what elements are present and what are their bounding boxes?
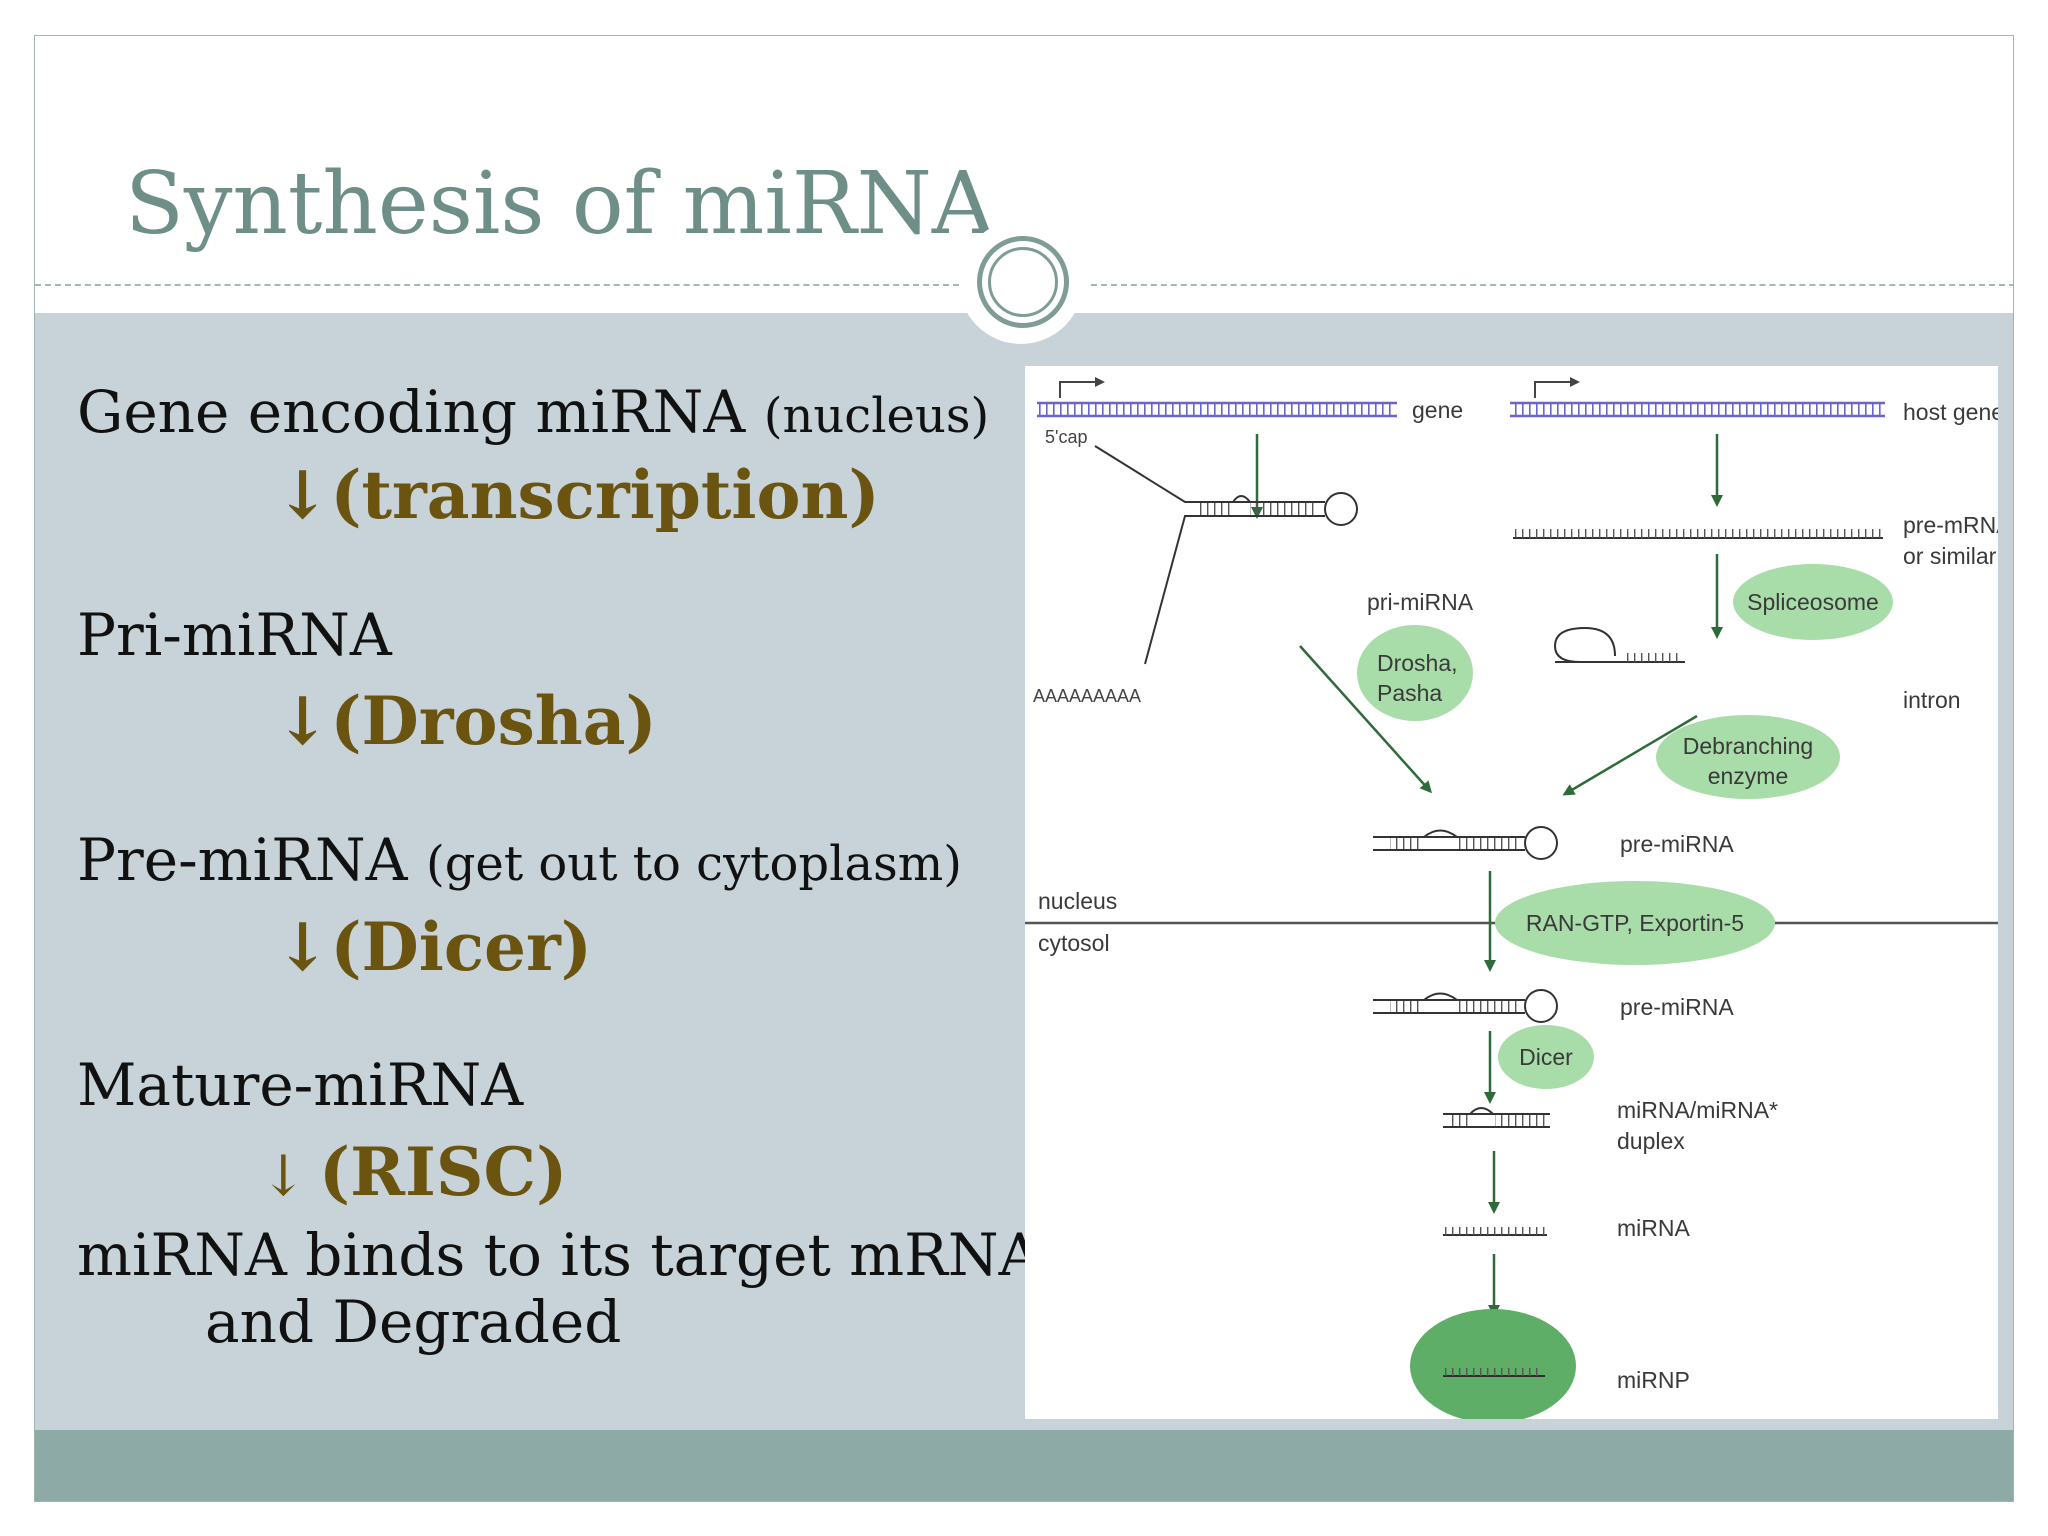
label-duplex-2: duplex: [1617, 1128, 1685, 1154]
step-3-note: (get out to cytoplasm): [425, 836, 962, 892]
label-cytosol: cytosol: [1038, 930, 1110, 956]
step-3-enzyme-text: (Dicer): [330, 908, 593, 986]
step-3-stage-text: Pre-miRNA: [77, 826, 408, 894]
mirna-pathway-diagram: gene host gene 5'cap AAAAAAAAA: [1025, 366, 1998, 1419]
step-2-stage-text: Pri-miRNA: [77, 601, 392, 669]
mature-mirna: [1443, 1227, 1547, 1236]
step-4-enzyme: ↓(RISC): [260, 1133, 567, 1211]
step-4-stage-text: Mature-miRNA: [77, 1051, 524, 1119]
mirnp-strand: [1443, 1368, 1545, 1377]
label-pre-mirna-cytosol: pre-miRNA: [1620, 994, 1734, 1020]
arrow-intron-to-pre: [1562, 714, 1698, 796]
step-2-arrow: ↓: [275, 682, 331, 760]
mirnp-complex: [1410, 1309, 1576, 1419]
step-1-arrow: ↓: [275, 456, 331, 534]
label-ran-gtp: RAN-GTP, Exportin-5: [1526, 910, 1744, 936]
pri-mirna-structure: [1094, 445, 1358, 665]
slide: Synthesis of miRNA Gene encoding miRNA (…: [34, 35, 2014, 1502]
label-debranching: Debranching: [1683, 733, 1813, 759]
pre-mirna-cytosol: [1373, 989, 1558, 1023]
title-divider-left: [35, 284, 959, 286]
label-dicer: Dicer: [1519, 1044, 1573, 1070]
title-ornament-inner: [988, 247, 1058, 317]
step-2-stage: Pri-miRNA: [77, 601, 392, 669]
slide-title: Synthesis of miRNA: [125, 154, 994, 254]
step-3-enzyme: ↓(Dicer): [275, 908, 592, 986]
step-2-enzyme: ↓(Drosha): [275, 682, 657, 760]
label-mirna: miRNA: [1617, 1215, 1690, 1241]
label-pre-mrna: pre-mRNA: [1903, 512, 1998, 538]
label-spliceosome: Spliceosome: [1747, 589, 1879, 615]
title-divider-right: [1091, 284, 2013, 286]
step-1-note: (nucleus): [763, 388, 990, 444]
gene-dna: [1037, 401, 1397, 418]
final-line-2: and Degraded: [205, 1288, 622, 1356]
spliceosome-bubble: [1733, 564, 1893, 640]
step-1-enzyme: ↓(transcription): [275, 456, 880, 534]
label-or-similar: or similar: [1903, 543, 1997, 569]
label-5cap: 5'cap: [1045, 427, 1087, 447]
label-host-gene: host gene: [1903, 399, 1998, 425]
promoter-arrow-left: [1059, 377, 1105, 398]
step-4-enzyme-text: (RISC): [318, 1133, 568, 1211]
label-pri-mirna: pri-miRNA: [1367, 589, 1474, 615]
label-mirnp: miRNP: [1617, 1367, 1690, 1393]
drosha-bubble: [1357, 625, 1473, 721]
dicer-bubble: [1498, 1025, 1594, 1089]
label-duplex-1: miRNA/miRNA*: [1617, 1097, 1778, 1123]
label-drosha: Drosha,: [1377, 650, 1458, 676]
label-pasha: Pasha: [1377, 680, 1442, 706]
label-gene: gene: [1412, 397, 1463, 423]
promoter-arrow-right: [1534, 377, 1580, 398]
intron-lariat: [1553, 626, 1685, 663]
step-4-stage: Mature-miRNA: [77, 1051, 523, 1119]
step-4-arrow: ↓: [260, 1144, 307, 1209]
label-intron: intron: [1903, 687, 1961, 713]
label-pre-mirna-nucleus: pre-miRNA: [1620, 831, 1734, 857]
mirna-duplex: [1443, 1107, 1550, 1128]
ran-gtp-bubble: [1495, 881, 1775, 965]
host-gene-dna: [1510, 401, 1885, 418]
pre-mirna-nucleus: [1373, 826, 1558, 860]
step-3-arrow: ↓: [275, 908, 331, 986]
arrow-pri-to-pre: [1299, 645, 1433, 794]
pre-mrna-strand: [1513, 529, 1883, 539]
debranching-bubble: [1656, 715, 1840, 799]
step-3-stage: Pre-miRNA (get out to cytoplasm): [77, 826, 962, 894]
label-polya: AAAAAAAAA: [1033, 686, 1141, 706]
label-nucleus: nucleus: [1038, 888, 1117, 914]
footer-band: [35, 1430, 2013, 1501]
final-line-1: miRNA binds to its target mRNA: [77, 1221, 1041, 1289]
step-2-enzyme-text: (Drosha): [330, 682, 657, 760]
step-1-stage: Gene encoding miRNA (nucleus): [77, 378, 989, 446]
step-1-stage-text: Gene encoding miRNA: [77, 378, 746, 446]
label-enzyme: enzyme: [1708, 763, 1789, 789]
step-1-enzyme-text: (transcription): [330, 456, 880, 534]
